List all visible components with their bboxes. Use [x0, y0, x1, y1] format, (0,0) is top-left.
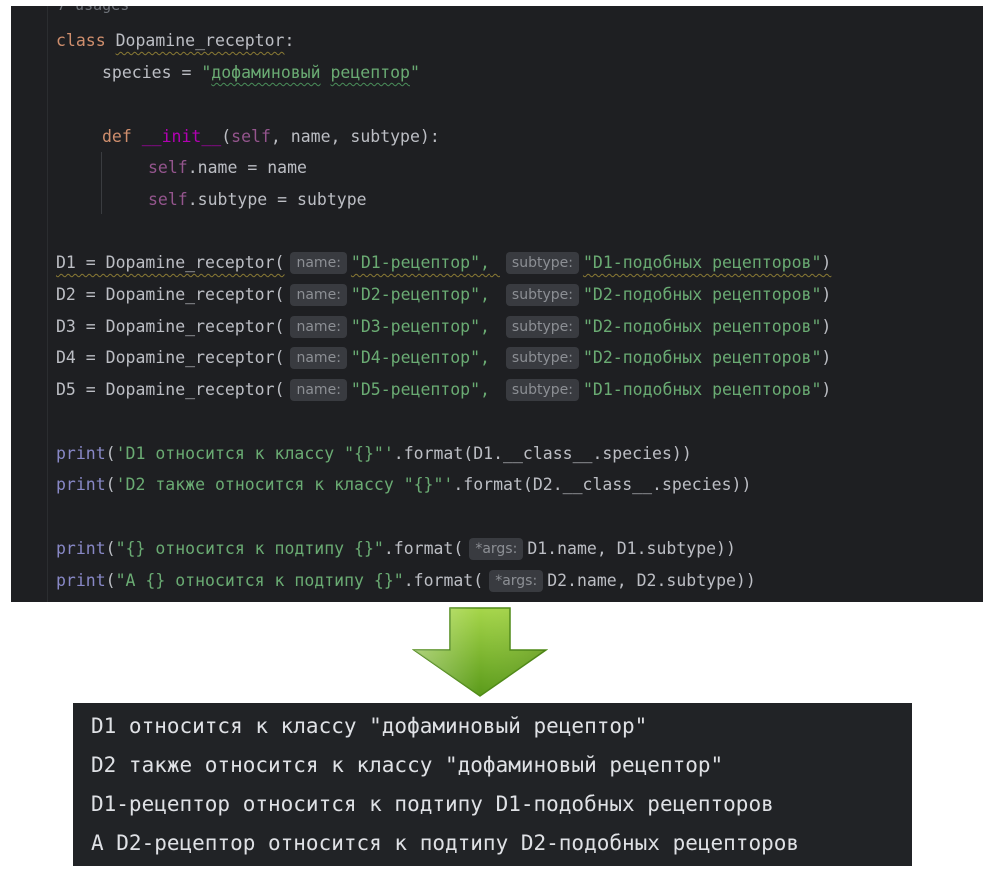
code-line-self-subtype[interactable]: self.subtype = subtype [148, 190, 367, 209]
code-line-assign-d5[interactable]: D5 = Dopamine_receptor(name:"D5-рецептор… [56, 379, 832, 401]
code-line-assign-d1[interactable]: D1 = Dopamine_receptor(name:"D1-рецептор… [56, 252, 832, 274]
param-hint-subtype: subtype: [505, 347, 579, 369]
console-output: D1 относится к классу "дофаминовый рецеп… [73, 703, 912, 866]
param-hint-name: name: [290, 252, 347, 274]
down-arrow-graphic [411, 607, 549, 697]
param-hint-subtype: subtype: [505, 284, 579, 306]
code-editor[interactable]: 7 usages class Dopamine_receptor: specie… [11, 6, 983, 602]
code-line-assign-d2[interactable]: D2 = Dopamine_receptor(name:"D2-рецептор… [56, 284, 832, 306]
param-hint-subtype: subtype: [505, 316, 579, 338]
code-line-print-format-d2[interactable]: print("A {} относится к подтипу {}".form… [56, 570, 756, 592]
param-hint-subtype: subtype: [505, 252, 579, 274]
code-line-assign-d4[interactable]: D4 = Dopamine_receptor(name:"D4-рецептор… [56, 347, 832, 369]
down-arrow-icon [411, 606, 549, 698]
gutter [47, 6, 48, 602]
param-hint-subtype: subtype: [505, 379, 579, 401]
param-hint-name: name: [290, 284, 347, 306]
output-line: D2 также относится к классу "дофаминовый… [91, 753, 724, 777]
code-line-species[interactable]: species = "дофаминовый рецептор" [102, 63, 420, 82]
code-line-print-d1[interactable]: print('D1 относится к классу "{}"'.forma… [56, 444, 692, 463]
param-hint-args: *args: [489, 570, 544, 592]
param-hint-name: name: [290, 316, 347, 338]
param-hint-name: name: [290, 379, 347, 401]
code-line-print-format-d1[interactable]: print("{} относится к подтипу {}".format… [56, 538, 736, 560]
code-line-print-d2[interactable]: print('D2 также относится к классу "{}"'… [56, 475, 752, 494]
code-line-self-name[interactable]: self.name = name [148, 158, 307, 177]
output-line: A D2-рецептор относится к подтипу D2-под… [91, 831, 800, 855]
code-line-class[interactable]: class Dopamine_receptor: [56, 31, 295, 50]
usages-hint: 7 usages [57, 6, 129, 14]
param-hint-args: *args: [469, 538, 524, 560]
code-line-assign-d3[interactable]: D3 = Dopamine_receptor(name:"D3-рецептор… [56, 316, 832, 338]
output-line: D1 относится к классу "дофаминовый рецеп… [91, 714, 648, 738]
code-line-def-init[interactable]: def __init__(self, name, subtype): [102, 127, 440, 146]
output-line: D1-рецептор относится к подтипу D1-подоб… [91, 792, 774, 816]
param-hint-name: name: [290, 347, 347, 369]
indent-guide [101, 152, 102, 214]
